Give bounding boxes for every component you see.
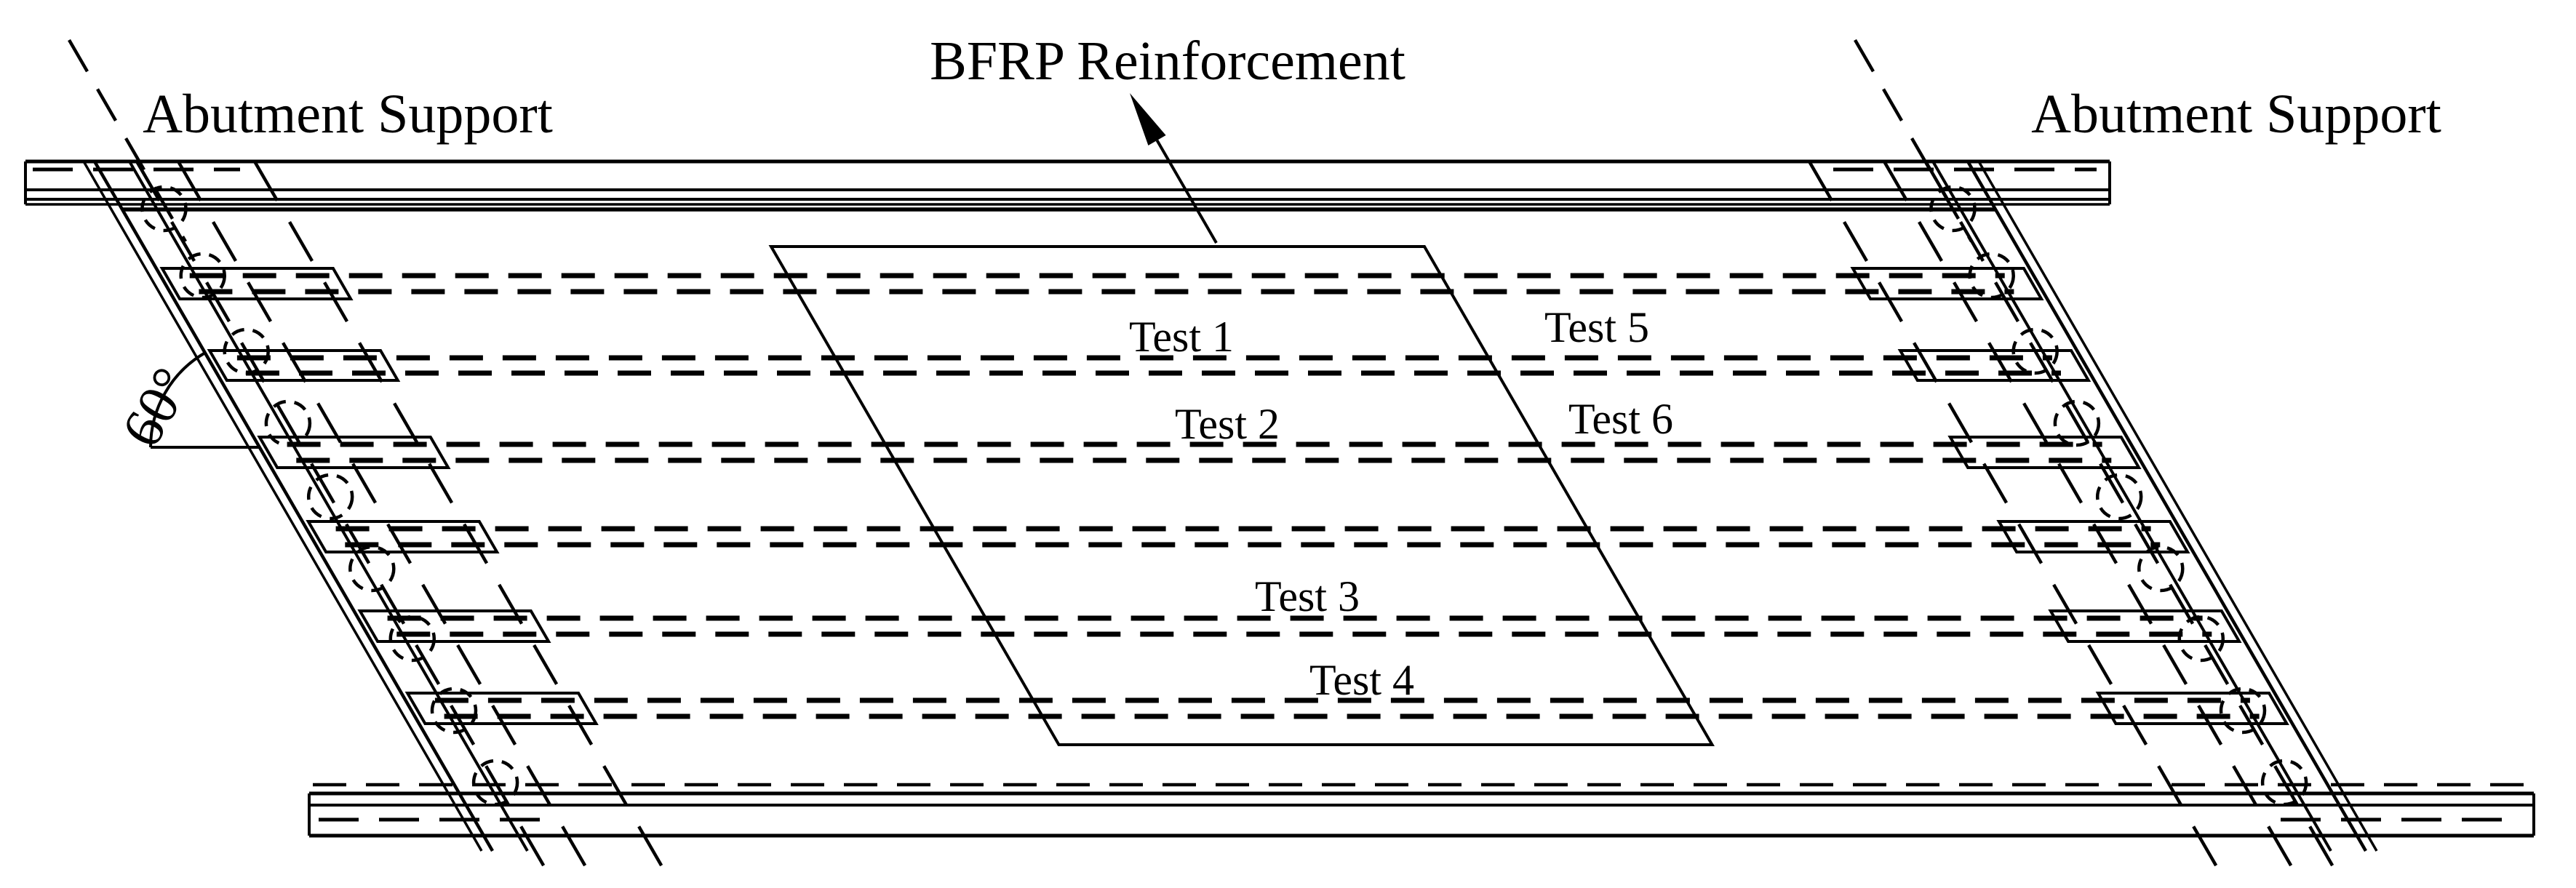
bfrp-reinforcement-panel-outline [768,245,1715,746]
bar-anchor-plates [159,267,2289,725]
test-label-3: Test 3 [1255,572,1360,620]
leader-arrowhead-icon [1130,93,1166,145]
support-bolt-circle [2053,399,2101,447]
bar-anchor-plate [159,267,354,300]
support-outer-double-line [82,161,483,852]
leader-line [1155,139,1218,244]
test-label-4: Test 4 [1309,656,1414,704]
bottom-abutment-beam [308,783,2535,838]
bar-anchor-plate [257,436,451,469]
skew-angle-annotation: 60° [109,351,260,457]
leader-arrow [1130,93,1218,244]
bar-anchor-plate [357,609,551,643]
support-outer-double-line [1977,161,2378,852]
support-centerline-extension-dashed [68,39,187,243]
test-label-5: Test 5 [1544,303,1649,351]
support-bolt-circle [388,615,436,663]
bar-anchor-plate [306,520,500,553]
test-label-2: Test 2 [1175,400,1280,448]
support-bolt-circle [2219,687,2267,735]
bar-anchor-plate [404,692,599,725]
support-bolt-circle [2137,545,2185,593]
support-bolt-circle [306,473,354,521]
support-bolt-circle [2095,473,2143,521]
support-centerline-extension-dashed [1854,39,1973,243]
bar-anchor-plate [2095,692,2289,725]
support-inner-edge-line [1931,161,2332,852]
skew-angle-label: 60° [109,357,204,457]
support-bolt-circle [471,759,519,807]
top-abutment-beam [24,159,2111,212]
right-skewed-support [1808,39,2378,871]
bar-anchor-plate [207,349,401,382]
angle-arc [148,351,207,448]
bar-anchor-plate [1897,349,2091,382]
test-label-6: Test 6 [1568,395,1673,443]
reinforcement-bars [189,273,2260,719]
labels: BFRP Reinforcement Abutment Support Abut… [143,31,2441,704]
support-bolt-circle [2260,759,2308,807]
abutment-support-label-right: Abutment Support [2031,84,2441,145]
support-bolt-circle [1929,185,1977,233]
support-bolt-circle [430,687,478,735]
bar-anchor-plate [1947,436,2142,469]
support-inner-edge-line [128,161,529,852]
support-bolt-circle [140,185,188,233]
support-bolt-circle [2177,615,2225,663]
bar-anchor-plate [1850,267,2044,300]
support-outer-edge-line [93,160,494,852]
test-label-1: Test 1 [1129,313,1234,361]
support-outer-edge-line [1966,160,2367,852]
abutment-support-label-left: Abutment Support [143,84,553,145]
bar-anchor-plate [1996,520,2190,553]
bar-anchor-plate [2048,609,2242,643]
support-bolt-circle [348,545,396,593]
bfrp-reinforcement-label: BFRP Reinforcement [930,31,1405,92]
